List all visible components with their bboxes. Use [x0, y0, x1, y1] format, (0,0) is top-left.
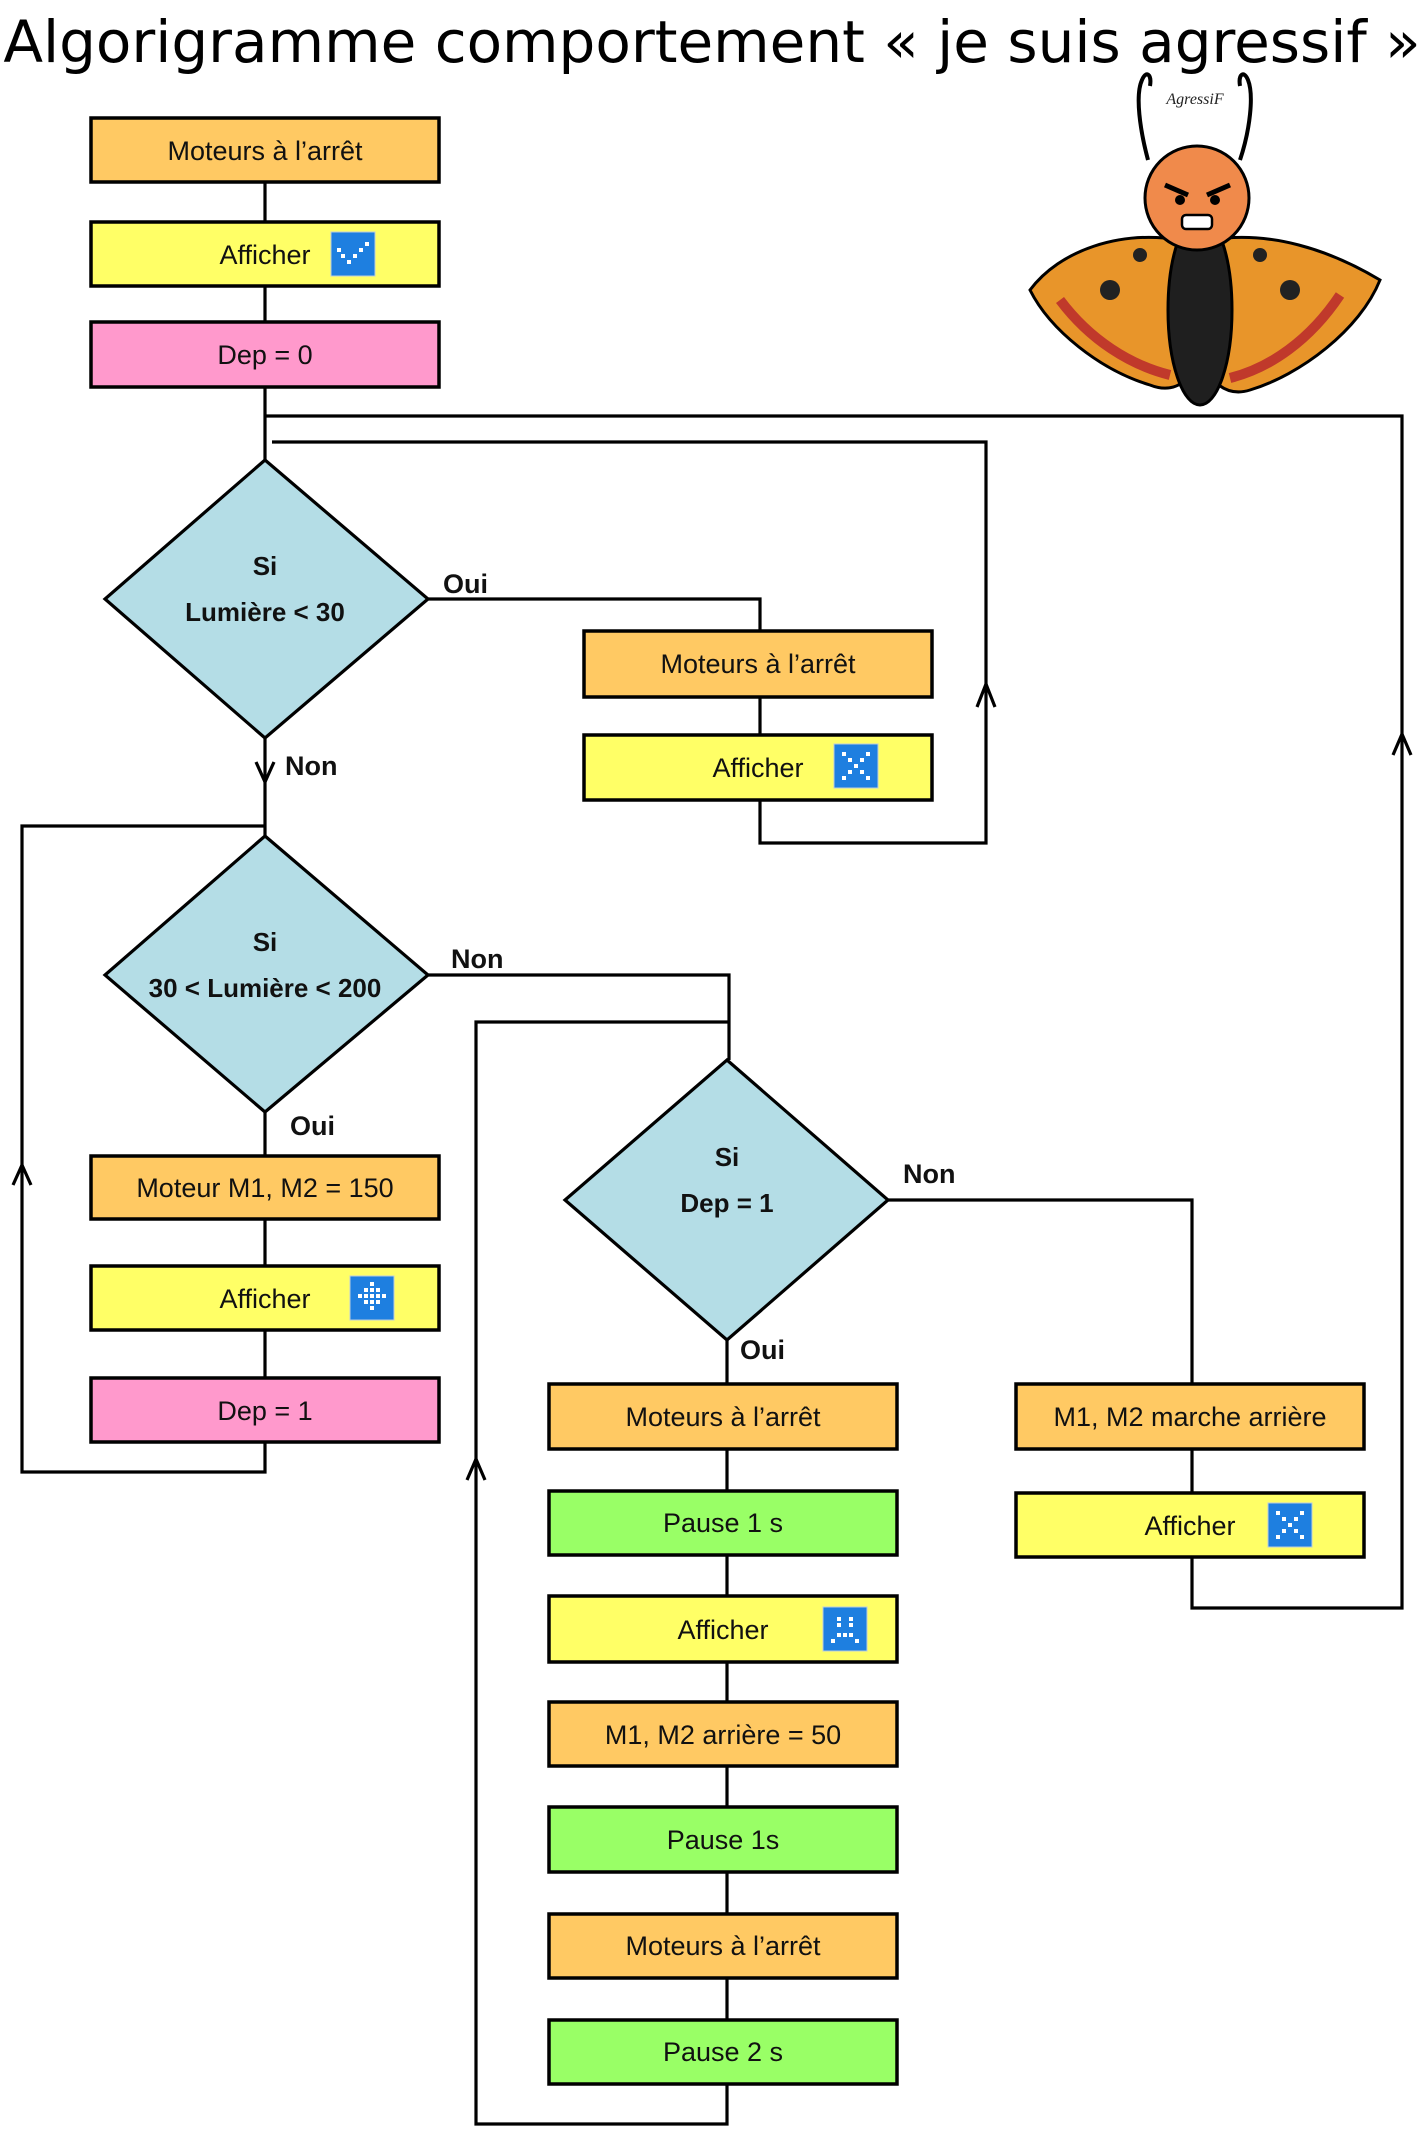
decision-keyword: Si	[253, 551, 278, 581]
svg-text:Moteurs à l’arrêt: Moteurs à l’arrêt	[167, 136, 363, 166]
edge-label-d3-yes: Oui	[740, 1335, 785, 1365]
box-moteur-150: Moteur M1, M2 = 150	[89, 1154, 441, 1221]
box-pause-1s-b: Pause 1s	[547, 1805, 899, 1874]
line-m7-loop	[474, 1020, 729, 2126]
connector-lines	[11, 182, 1413, 2126]
svg-text:Pause 1 s: Pause 1 s	[663, 1508, 783, 1538]
line-d2-no	[428, 973, 731, 1060]
arrow-left-loop	[11, 1161, 33, 1186]
decision-lumiere-30: Si Lumière < 30	[102, 457, 431, 741]
edge-label-d2-yes: Oui	[290, 1111, 335, 1141]
svg-text:Moteurs à l’arrêt: Moteurs à l’arrêt	[625, 1931, 821, 1961]
arrow-r2-loop	[975, 679, 997, 708]
edge-label-d1-no: Non	[285, 751, 337, 781]
svg-text:M1, M2 arrière = 50: M1, M2 arrière = 50	[605, 1720, 841, 1750]
angry-moth-illustration: AgressiF	[1028, 72, 1382, 407]
cross-matrix-icon	[833, 743, 879, 789]
box-arriere-50: M1, M2 arrière = 50	[547, 1700, 899, 1768]
arrow-right-loop	[1391, 729, 1413, 756]
box-moteurs-arret-1: Moteurs à l’arrêt	[547, 1382, 899, 1451]
svg-text:Pause 1s: Pause 1s	[667, 1825, 780, 1855]
box-dep-0: Dep = 0	[89, 320, 441, 389]
decision-keyword: Si	[715, 1142, 740, 1172]
svg-text:Afficher: Afficher	[712, 753, 803, 783]
box-pause-2s: Pause 2 s	[547, 2018, 899, 2086]
decision-condition: Lumière < 30	[185, 597, 345, 627]
box-afficher-check: Afficher	[89, 220, 441, 288]
box-afficher-cross-reverse: Afficher	[1014, 1491, 1366, 1559]
line-d3-no	[888, 1198, 1194, 1384]
arrow-bottom-loop	[465, 1454, 487, 1481]
box-afficher-cross-dark: Afficher	[582, 733, 934, 802]
svg-text:Dep = 1: Dep = 1	[217, 1396, 312, 1426]
cross-matrix-icon	[1267, 1502, 1313, 1548]
mascot-signature: AgressiF	[1165, 91, 1223, 108]
line-x2-loop	[265, 414, 1404, 1610]
arrow-d1-no	[254, 761, 276, 786]
decision-condition: 30 < Lumière < 200	[149, 973, 382, 1003]
svg-text:Afficher: Afficher	[219, 240, 310, 270]
edge-label-d2-no: Non	[451, 944, 503, 974]
decision-keyword: Si	[253, 927, 278, 957]
line-l3-loop	[20, 824, 267, 1474]
page-title: Algorigramme comportement « je suis agre…	[3, 8, 1421, 76]
svg-text:Afficher: Afficher	[219, 1284, 310, 1314]
svg-text:Afficher: Afficher	[1144, 1511, 1235, 1541]
box-marche-arriere: M1, M2 marche arrière	[1014, 1382, 1366, 1451]
svg-text:Moteurs à l’arrêt: Moteurs à l’arrêt	[625, 1402, 821, 1432]
line-d1-yes	[428, 597, 762, 631]
svg-text:Pause 2 s: Pause 2 s	[663, 2037, 783, 2067]
line-r2-loop	[272, 440, 988, 845]
edge-label-d1-yes: Oui	[443, 569, 488, 599]
decision-lumiere-range: Si 30 < Lumière < 200	[102, 833, 431, 1115]
svg-text:Moteur M1, M2 = 150: Moteur M1, M2 = 150	[136, 1173, 393, 1203]
check-matrix-icon	[330, 231, 376, 277]
svg-text:Dep = 0: Dep = 0	[217, 340, 312, 370]
box-afficher-face: Afficher	[547, 1594, 899, 1664]
box-moteurs-arret-start: Moteurs à l’arrêt	[89, 116, 441, 184]
box-afficher-flower: Afficher	[89, 1264, 441, 1332]
box-pause-1s-a: Pause 1 s	[547, 1489, 899, 1557]
decision-condition: Dep = 1	[680, 1188, 773, 1218]
svg-text:Moteurs à l’arrêt: Moteurs à l’arrêt	[660, 649, 856, 679]
decision-dep-1: Si Dep = 1	[562, 1057, 891, 1343]
face-matrix-icon	[822, 1606, 868, 1652]
box-moteurs-arret-dark: Moteurs à l’arrêt	[582, 629, 934, 699]
box-dep-1: Dep = 1	[89, 1376, 441, 1444]
box-moteurs-arret-2: Moteurs à l’arrêt	[547, 1912, 899, 1980]
svg-text:Afficher: Afficher	[677, 1615, 768, 1645]
edge-label-d3-no: Non	[903, 1159, 955, 1189]
svg-text:M1, M2 marche arrière: M1, M2 marche arrière	[1053, 1402, 1326, 1432]
flower-matrix-icon	[349, 1275, 395, 1321]
